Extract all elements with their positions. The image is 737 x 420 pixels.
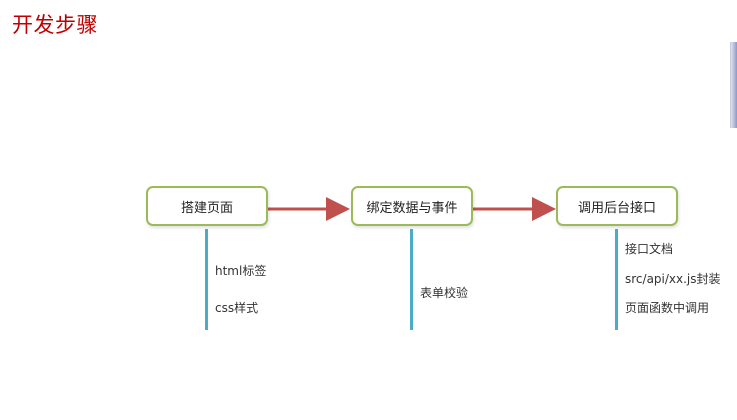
- step-3-note: 页面函数中调用: [625, 301, 710, 315]
- step-node-call-backend-api: 调用后台接口: [556, 186, 678, 226]
- step-label: 调用后台接口: [577, 200, 656, 216]
- step-1-timeline: [205, 229, 208, 330]
- step-node-build-page: 搭建页面: [146, 186, 268, 226]
- side-panel-edge: [730, 42, 737, 128]
- page-title: 开发步骤: [12, 13, 98, 37]
- step-1-note: html标签: [215, 264, 267, 278]
- step-1-note: css样式: [215, 301, 259, 315]
- step-3-timeline: [615, 229, 618, 330]
- step-node-bind-data-events: 绑定数据与事件: [351, 186, 473, 226]
- step-label: 绑定数据与事件: [366, 200, 458, 216]
- step-3-note: 接口文档: [625, 242, 674, 256]
- step-2-timeline: [410, 229, 413, 330]
- step-label: 搭建页面: [180, 200, 233, 216]
- step-2-note: 表单校验: [420, 286, 469, 300]
- step-3-note: src/api/xx.js封装: [625, 272, 721, 286]
